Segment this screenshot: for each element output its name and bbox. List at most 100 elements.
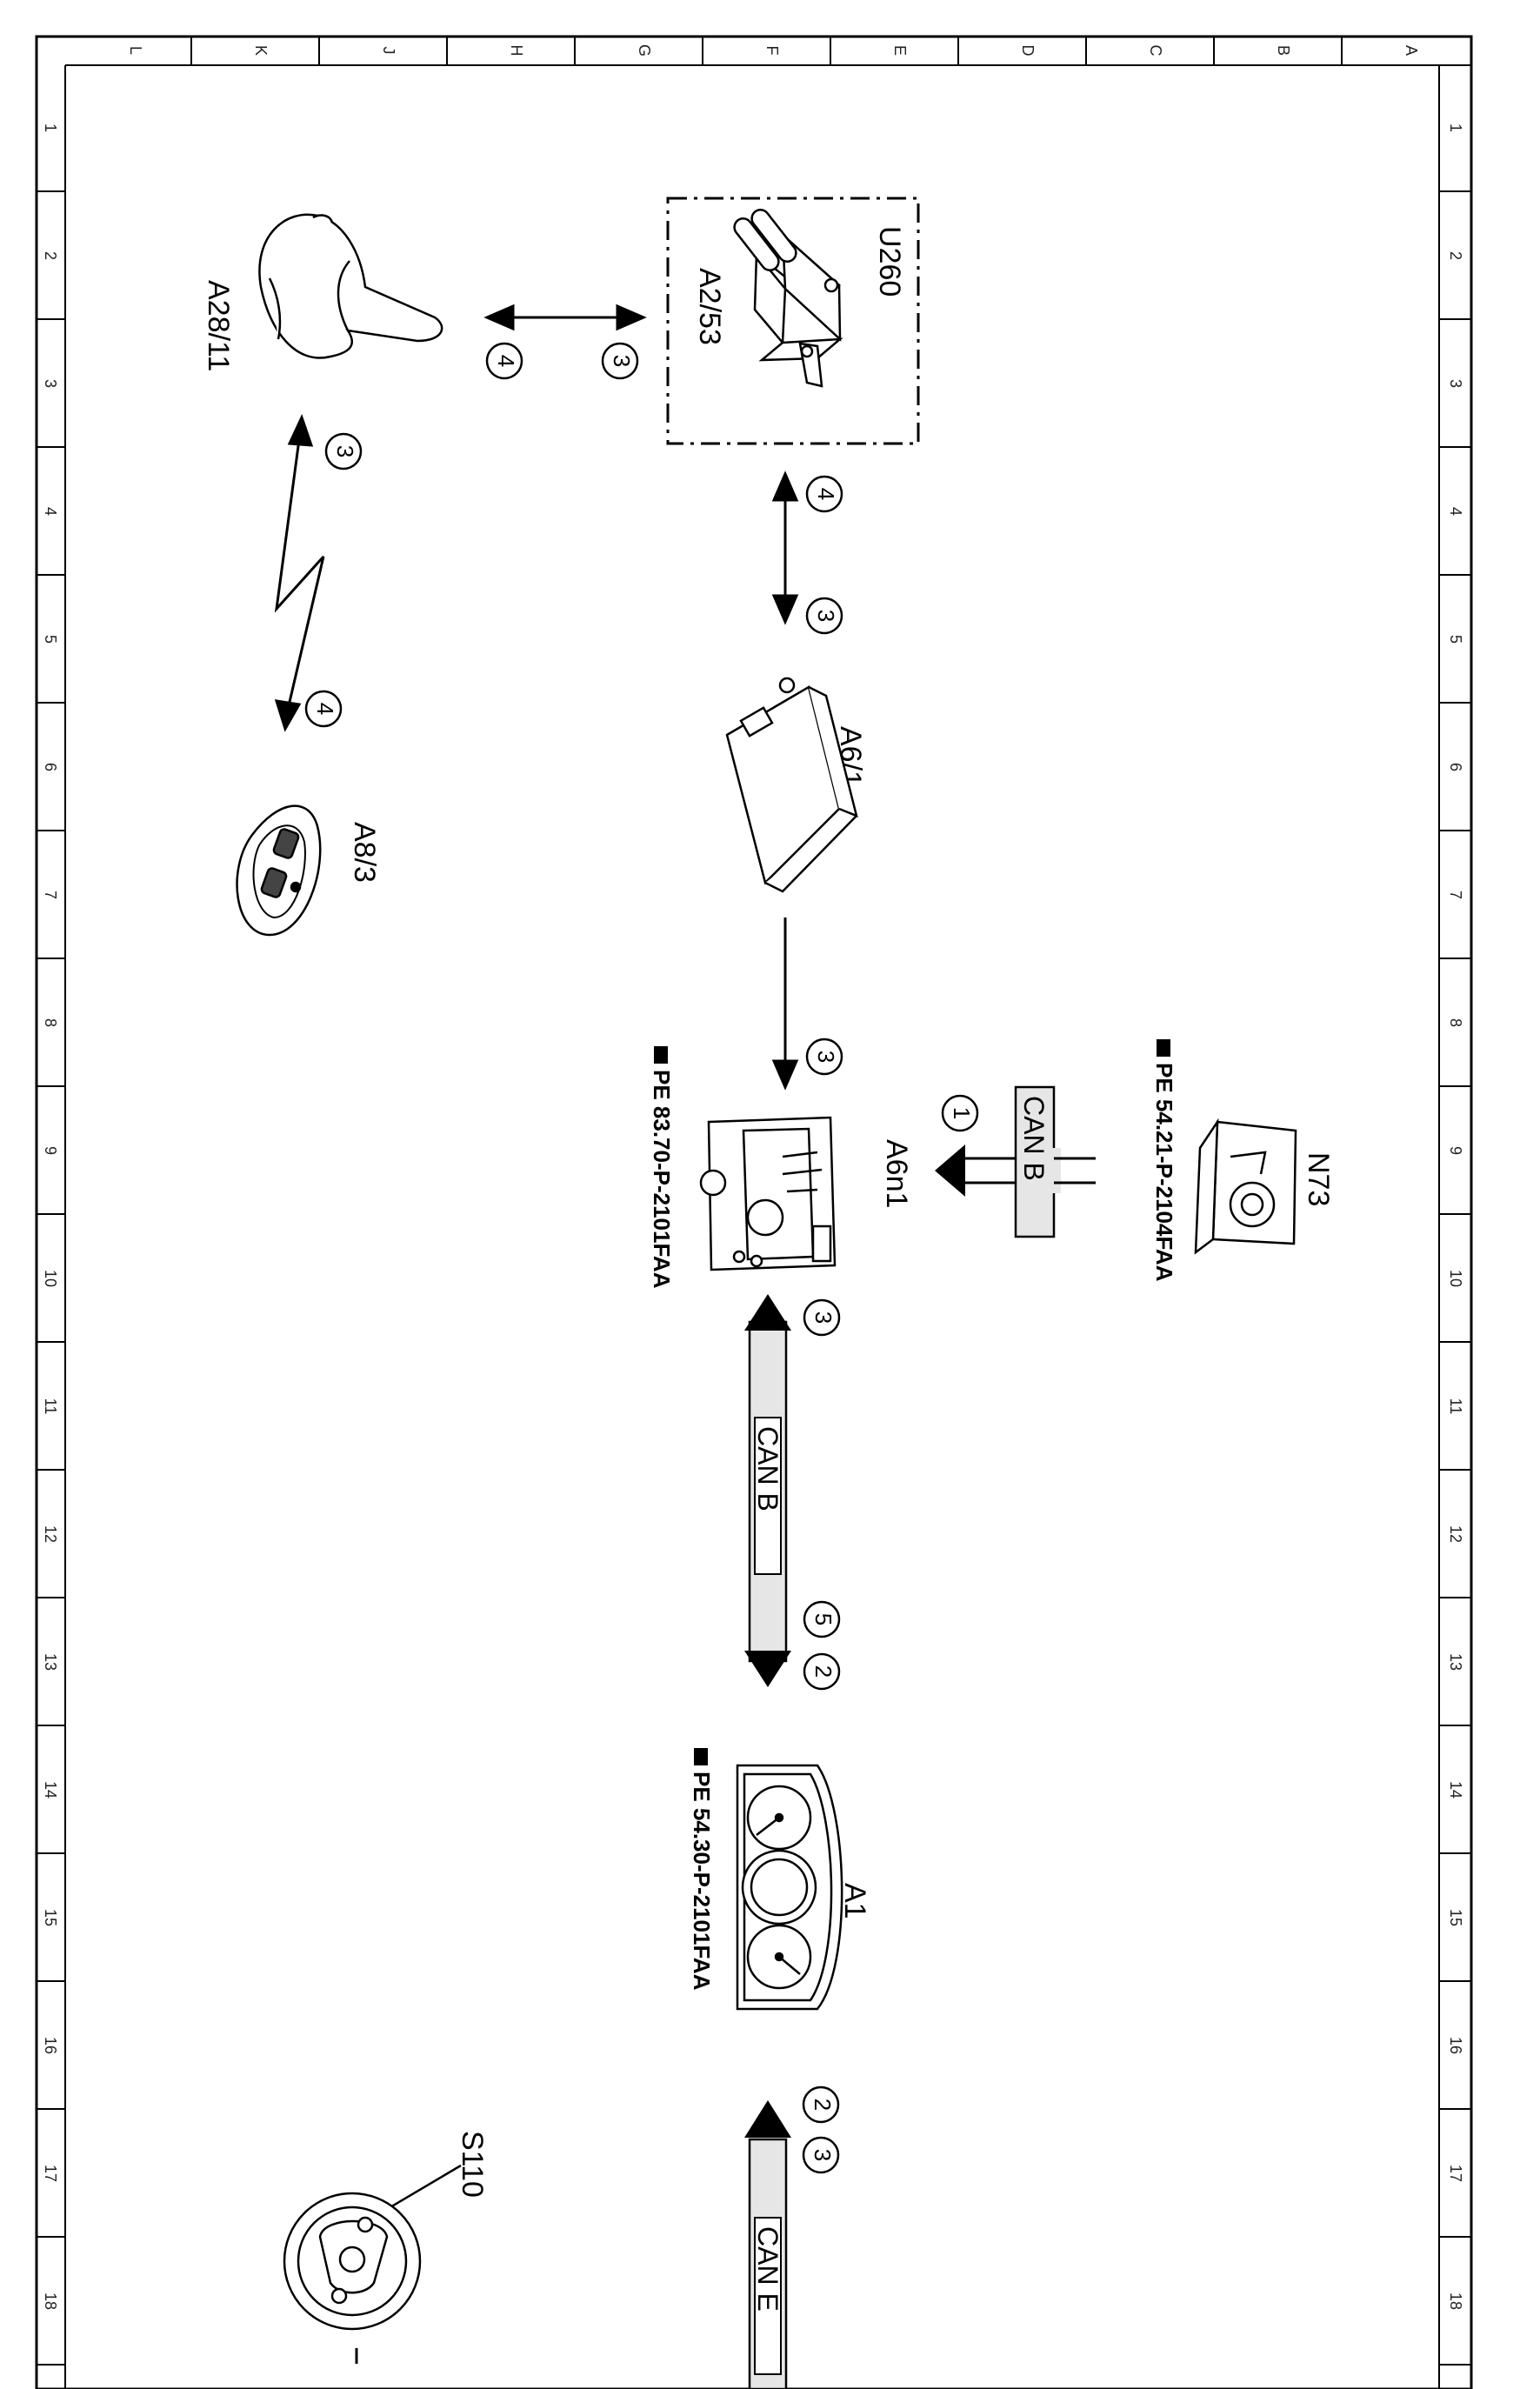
row-label: 2 <box>42 251 59 260</box>
marker-label: 3 <box>810 2149 836 2161</box>
column-label: L <box>127 46 144 55</box>
row-label: 17 <box>1447 2165 1464 2182</box>
row-label: 7 <box>1447 891 1464 899</box>
row-label: 11 <box>1447 1398 1464 1415</box>
marker-label: 3 <box>332 445 358 457</box>
heater-control-unit-icon <box>699 1116 837 1271</box>
reference-icon <box>654 1046 668 1064</box>
row-label: 11 <box>42 1398 59 1415</box>
row-label: 15 <box>1447 1909 1464 1926</box>
a8-3-label: A8/3 <box>348 822 381 883</box>
column-label: E <box>891 45 909 56</box>
marker-label: 5 <box>810 1613 837 1625</box>
marker-circle <box>803 1298 841 1691</box>
row-label: 18 <box>42 2292 59 2310</box>
row-labels-right: 1 2 3 4 5 6 7 8 9 10 11 12 13 14 15 16 1… <box>1447 123 1464 2310</box>
row-label: 12 <box>42 1525 59 1543</box>
row-label: 2 <box>1447 251 1464 260</box>
a6n1-reference: PE 83.70-P-2101FAA <box>649 1070 675 1289</box>
marker-label: 1 <box>949 1107 975 1119</box>
row-label: 4 <box>1447 507 1464 516</box>
reference-icon <box>694 1748 708 1765</box>
receiver-module-icon <box>725 677 858 893</box>
row-label: 13 <box>1447 1653 1464 1671</box>
roof-antenna-icon <box>258 213 443 359</box>
antenna-amplifier-icon <box>733 209 843 388</box>
reference-icon <box>1157 1039 1170 1057</box>
a1-label: A1 <box>838 1883 871 1919</box>
row-label: 16 <box>1447 2037 1464 2054</box>
can-b-label-a1: CAN B <box>752 1426 783 1511</box>
row-label: 8 <box>1447 1018 1464 1027</box>
column-label: C <box>1147 45 1164 57</box>
marker-circle <box>802 2085 840 2174</box>
marker-label: 4 <box>813 488 839 500</box>
row-label: 15 <box>42 1909 59 1926</box>
row-label: 5 <box>42 635 59 644</box>
column-label: H <box>508 45 525 57</box>
row-label: 8 <box>42 1018 59 1027</box>
a6n1-label: A6n1 <box>880 1139 913 1208</box>
row-label: 3 <box>1447 379 1464 388</box>
column-label: J <box>380 47 397 55</box>
marker-circle <box>941 1094 979 1132</box>
column-label: D <box>1019 45 1037 57</box>
link-a2-53-a28-11 <box>483 304 647 331</box>
diagram-frame <box>35 35 1473 2389</box>
steering-wheel-icon <box>283 2192 422 2331</box>
marker-label: 2 <box>810 2099 836 2111</box>
row-label: 4 <box>42 507 59 516</box>
link-a2-53-a6-1 <box>771 470 799 625</box>
row-label: 9 <box>1447 1146 1464 1155</box>
row-label: 14 <box>1447 1781 1464 1798</box>
a1-reference: PE 54.30-P-2101FAA <box>689 1772 715 1991</box>
row-label: 16 <box>42 2037 59 2054</box>
s110-label: S110 <box>456 2131 489 2198</box>
n73-label: N73 <box>1302 1152 1335 1206</box>
ignition-switch-icon <box>1194 1118 1297 1255</box>
column-labels: L K J H G F E D C B A <box>127 44 1420 57</box>
can-b-label-n73: CAN B <box>1018 1096 1050 1181</box>
can-e-label: CAN E <box>752 2226 783 2312</box>
marker-label: 3 <box>810 1311 837 1324</box>
marker-label: 4 <box>493 355 519 367</box>
n73-reference: PE 54.21-P-2104FAA <box>1151 1063 1177 1282</box>
column-label: K <box>252 45 270 56</box>
marker-label: 3 <box>813 1051 839 1063</box>
marker-label: 4 <box>312 703 338 715</box>
instrument-cluster-icon <box>736 1764 843 2011</box>
u260-group-box <box>666 197 920 445</box>
row-label: 13 <box>42 1653 59 1671</box>
row-label: 1 <box>1447 123 1464 132</box>
row-label: 10 <box>1447 1270 1464 1287</box>
a28-11-label: A28/11 <box>202 280 235 371</box>
row-label: 9 <box>42 1146 59 1155</box>
key-fob-icon <box>236 804 322 937</box>
can-b-bus-a1 <box>744 1294 791 1687</box>
row-label: 12 <box>1447 1525 1464 1543</box>
column-label: A <box>1403 45 1420 56</box>
column-label: F <box>763 46 781 56</box>
row-label: 7 <box>42 891 59 899</box>
row-label: 14 <box>42 1781 59 1798</box>
row-label: 1 <box>42 123 59 132</box>
marker-label: 3 <box>609 355 635 367</box>
can-b-bus-n73 <box>935 1085 1096 1238</box>
u260-label: U260 <box>873 226 906 297</box>
marker-label: 2 <box>810 1665 837 1678</box>
wireless-link <box>274 414 325 732</box>
marker-circle <box>485 342 639 380</box>
marker-circle <box>304 432 363 728</box>
row-label: 3 <box>42 379 59 388</box>
row-label: 18 <box>1447 2292 1464 2310</box>
marker-circle <box>805 1038 843 1076</box>
row-labels-left: 1 2 3 4 5 6 7 8 9 10 11 12 13 14 15 16 1… <box>42 123 59 2310</box>
row-label: 6 <box>1447 763 1464 771</box>
row-label: 5 <box>1447 635 1464 644</box>
can-e-bus <box>744 2100 791 2389</box>
column-label: B <box>1275 45 1292 56</box>
marker-circle <box>805 475 843 635</box>
column-label: G <box>636 44 653 57</box>
